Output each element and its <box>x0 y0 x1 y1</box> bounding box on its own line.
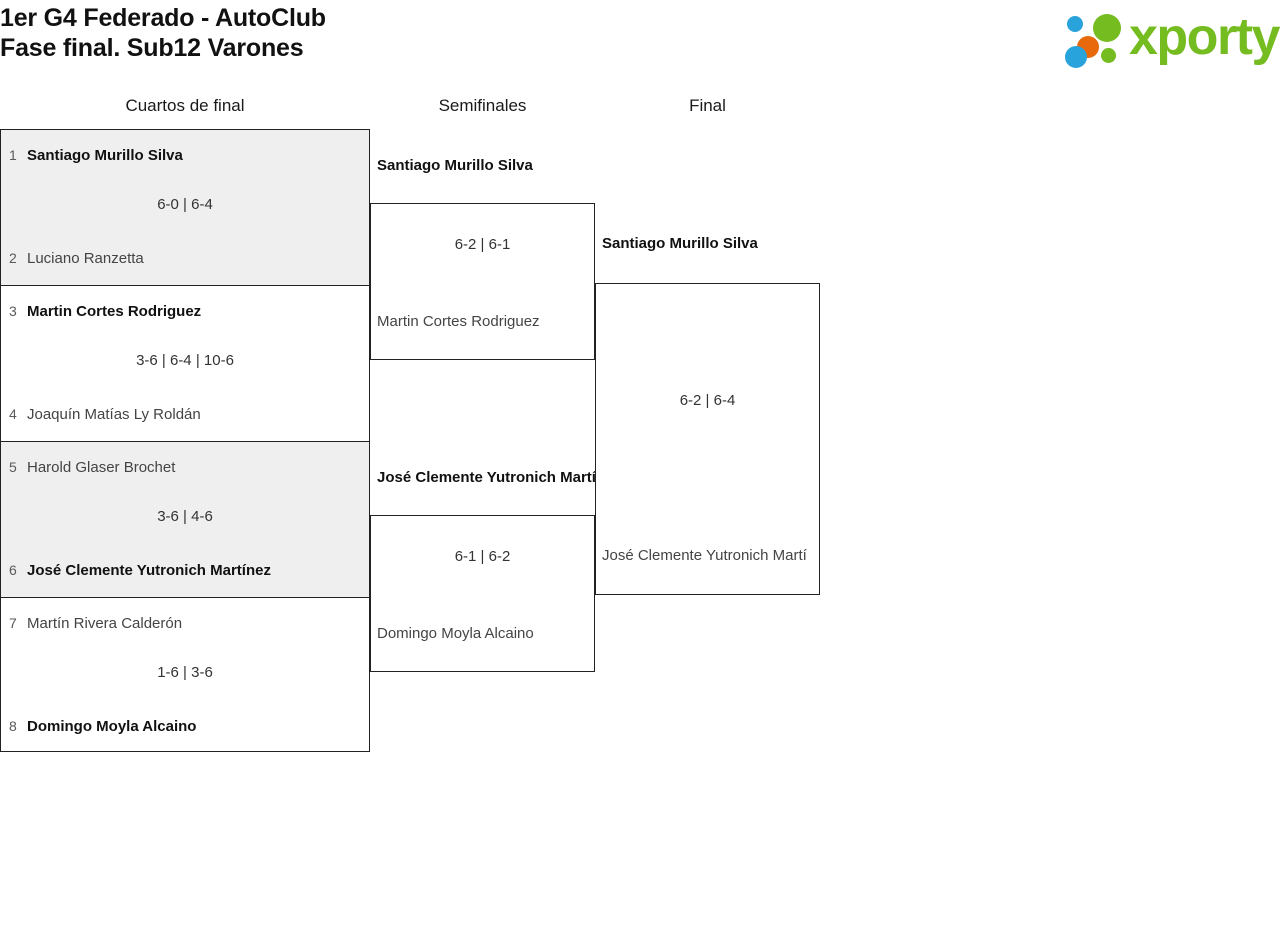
seed-number: 8 <box>9 718 17 734</box>
player-name[interactable]: Martin Cortes Rodriguez <box>377 313 540 330</box>
player-row[interactable]: 3 Martin Cortes Rodriguez <box>1 300 369 322</box>
round-header-final: Final <box>689 96 726 115</box>
round-header-quarterfinals: Cuartos de final <box>125 96 245 115</box>
match-score: 6-1 | 6-2 <box>454 548 511 565</box>
player-name: Martin Cortes Rodriguez <box>27 302 202 320</box>
match-r3-1-connector[interactable] <box>595 283 820 595</box>
logo-dot-green-large-icon <box>1093 14 1121 42</box>
match-r1-4[interactable]: 7 Martín Rivera Calderón 1-6 | 3-6 8 Dom… <box>0 597 370 752</box>
seed-number: 2 <box>9 250 17 266</box>
match-score: 1-6 | 3-6 <box>157 664 213 681</box>
match-score: 6-2 | 6-1 <box>454 236 511 253</box>
player-row[interactable]: 5 Harold Glaser Brochet <box>1 456 369 478</box>
tournament-title: 1er G4 Federado - AutoClub <box>0 4 326 32</box>
player-row[interactable]: 7 Martín Rivera Calderón <box>1 612 369 634</box>
player-name[interactable]: Domingo Moyla Alcaino <box>377 625 534 642</box>
match-r1-3[interactable]: 5 Harold Glaser Brochet 3-6 | 4-6 6 José… <box>0 441 370 597</box>
player-name: Joaquín Matías Ly Roldán <box>27 405 201 423</box>
xporty-logo[interactable]: xporty <box>1053 8 1280 68</box>
page-header: 1er G4 Federado - AutoClub Fase final. S… <box>0 0 1280 90</box>
match-score: 6-0 | 6-4 <box>157 196 213 213</box>
round-header-semifinals: Semifinales <box>438 96 527 115</box>
match-r1-1[interactable]: 1 Santiago Murillo Silva 6-0 | 6-4 2 Luc… <box>0 129 370 285</box>
player-name[interactable]: Santiago Murillo Silva <box>602 235 758 252</box>
logo-dot-blue-large-icon <box>1065 46 1087 68</box>
player-name[interactable]: Santiago Murillo Silva <box>377 157 533 174</box>
player-name: José Clemente Yutronich Martínez <box>27 561 271 579</box>
player-row[interactable]: 4 Joaquín Matías Ly Roldán <box>1 403 369 425</box>
logo-dot-blue-small-icon <box>1067 16 1083 32</box>
player-row[interactable]: 6 José Clemente Yutronich Martínez <box>1 559 369 581</box>
player-name[interactable]: José Clemente Yutronich Martí <box>377 469 595 486</box>
match-score: 3-6 | 6-4 | 10-6 <box>136 352 234 369</box>
player-row[interactable]: 8 Domingo Moyla Alcaino <box>1 715 369 737</box>
player-name: Santiago Murillo Silva <box>27 146 183 164</box>
match-score: 3-6 | 4-6 <box>157 508 213 525</box>
logo-wordmark: xporty <box>1129 8 1280 66</box>
match-r2-2-connector[interactable] <box>370 515 595 672</box>
logo-dot-green-small-icon <box>1101 48 1116 63</box>
seed-number: 3 <box>9 303 17 319</box>
player-name[interactable]: José Clemente Yutronich Martí <box>602 547 807 564</box>
match-score: 6-2 | 6-4 <box>679 392 736 409</box>
match-r2-1-connector[interactable] <box>370 203 595 360</box>
player-row[interactable]: 1 Santiago Murillo Silva <box>1 144 369 166</box>
page-title: 1er G4 Federado - AutoClub Fase final. S… <box>0 0 326 63</box>
player-row[interactable]: 2 Luciano Ranzetta <box>1 247 369 269</box>
seed-number: 6 <box>9 562 17 578</box>
seed-number: 1 <box>9 147 17 163</box>
logo-dots-icon <box>1063 12 1135 68</box>
seed-number: 5 <box>9 459 17 475</box>
tournament-subtitle: Fase final. Sub12 Varones <box>0 34 304 62</box>
player-name: Domingo Moyla Alcaino <box>27 717 197 735</box>
player-name: Luciano Ranzetta <box>27 249 144 267</box>
player-name: Harold Glaser Brochet <box>27 458 176 476</box>
match-r1-2[interactable]: 3 Martin Cortes Rodriguez 3-6 | 6-4 | 10… <box>0 285 370 441</box>
seed-number: 4 <box>9 406 17 422</box>
seed-number: 7 <box>9 615 17 631</box>
player-name: Martín Rivera Calderón <box>27 614 183 632</box>
